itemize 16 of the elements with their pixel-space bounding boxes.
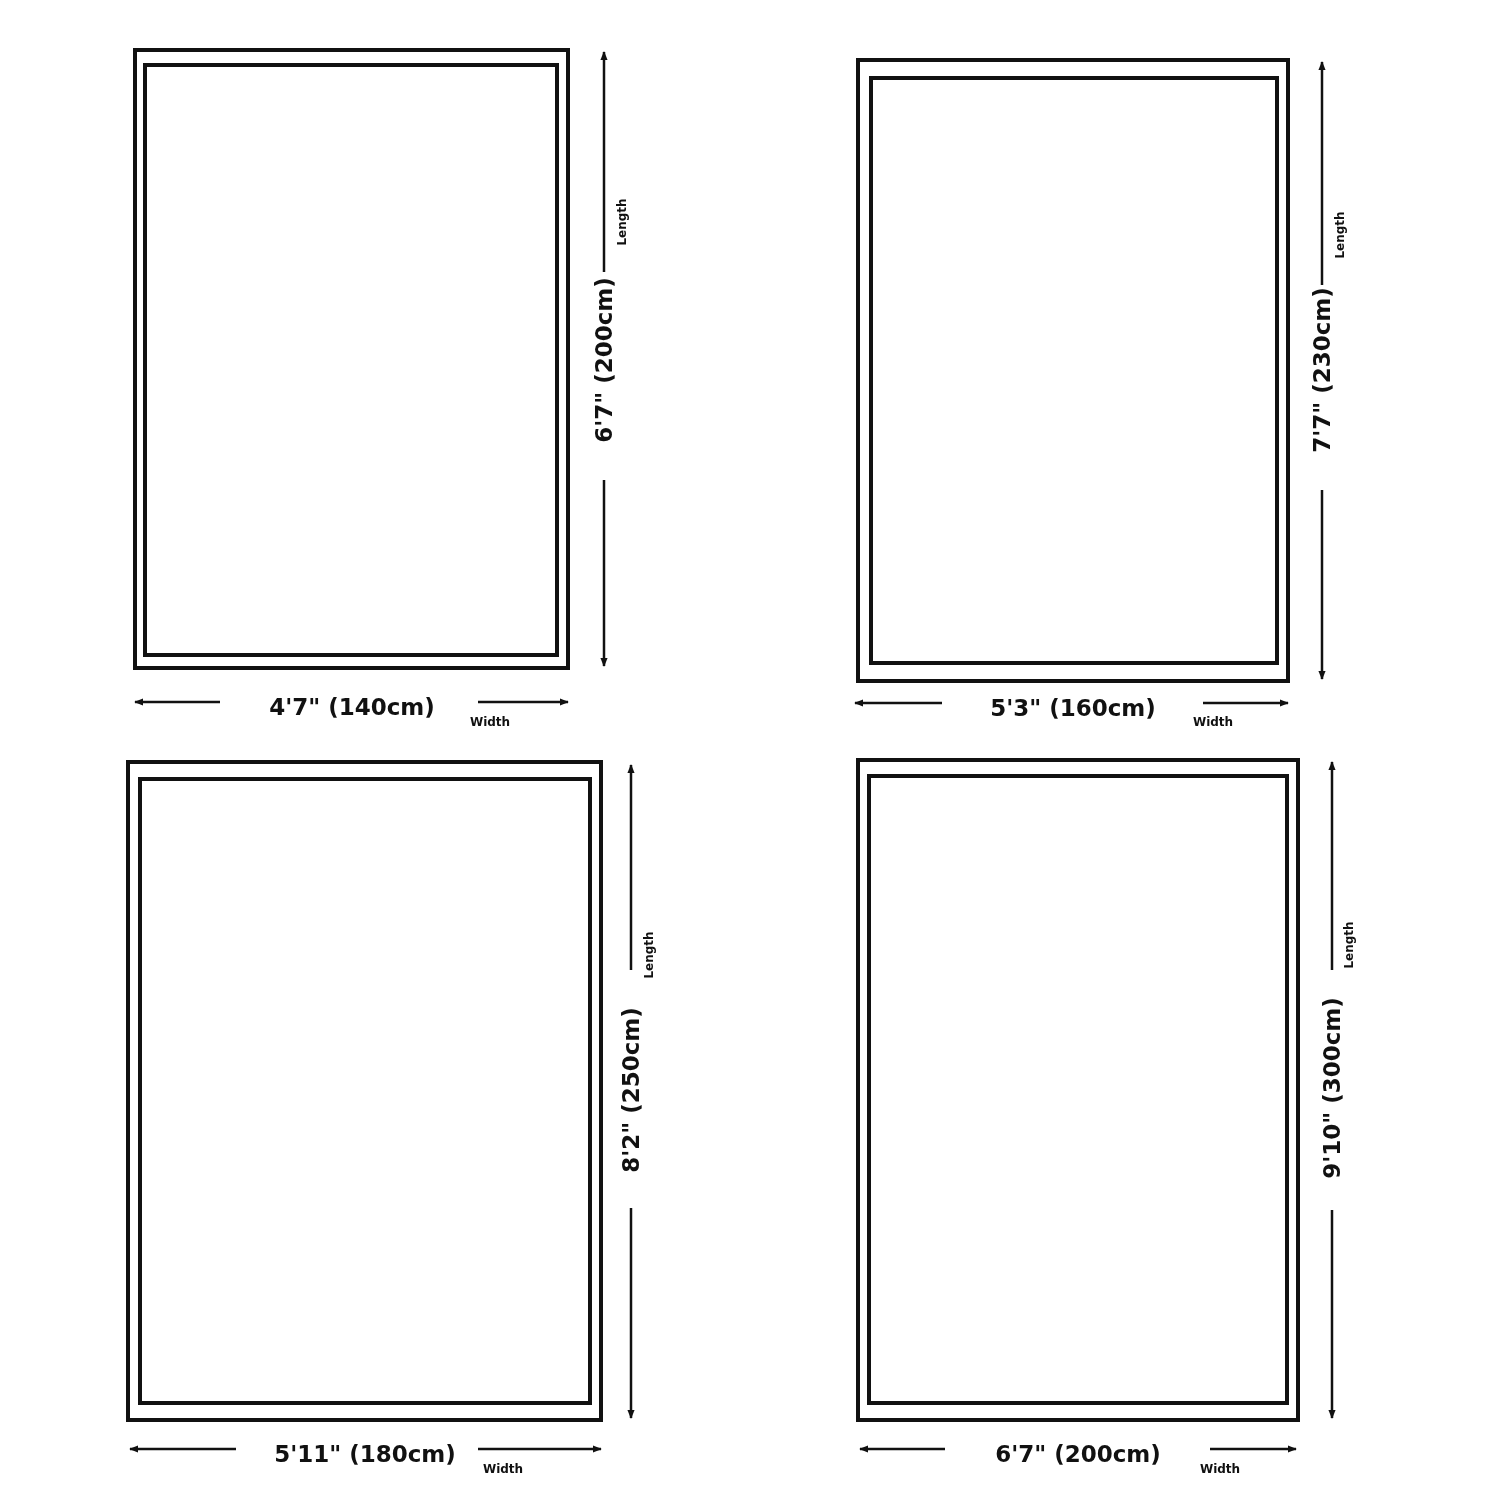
width-dimension: 6'7" (200cm) [995,1442,1161,1466]
width-label: Width [1192,716,1234,728]
length-dimension: 9'10" (300cm) [1320,997,1344,1179]
width-label: Width [1199,1463,1241,1475]
length-label: Length [1343,921,1355,969]
length-label: Length [643,931,655,979]
length-dimension: 6'7" (200cm) [592,277,616,443]
width-label: Width [482,1463,524,1475]
length-dimension: 7'7" (230cm) [1310,287,1334,453]
width-dimension: 4'7" (140cm) [269,695,435,719]
length-label: Length [1334,211,1346,259]
length-label: Length [616,198,628,246]
width-dimension: 5'11" (180cm) [274,1442,456,1466]
width-dimension: 5'3" (160cm) [990,696,1156,720]
length-dimension: 8'2" (250cm) [619,1007,643,1173]
width-label: Width [469,716,511,728]
